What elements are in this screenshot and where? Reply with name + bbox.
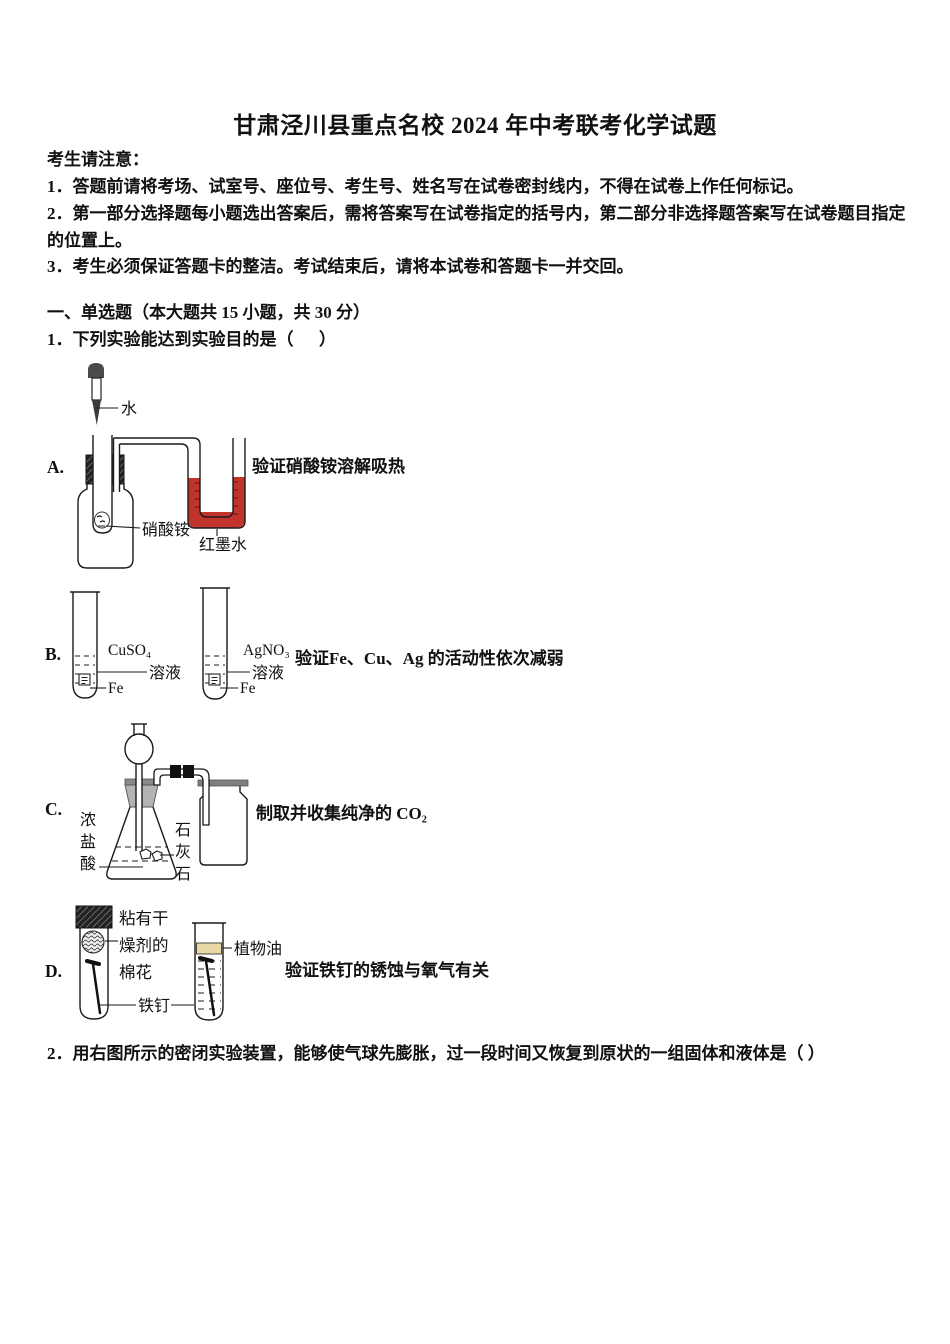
erlenmeyer-flask	[106, 806, 177, 880]
gas-collection-bottle	[199, 786, 248, 866]
diagram-c-co2-generation	[99, 723, 249, 880]
diagram-b-metal-activity: CuSO₄ 溶液 Fe AgNO₃ 溶液 Fe	[70, 587, 290, 700]
section-1-heading: 一、单选题（本大题共 15 小题，共 30 分）	[47, 303, 370, 322]
fe1-label: Fe	[108, 680, 124, 697]
cotton-with-desiccant	[81, 930, 105, 954]
dropper	[88, 363, 104, 425]
option-d-description: 验证铁钉的锈蚀与氧气有关	[285, 961, 489, 980]
notice-item-3: 3．考生必须保证答题卡的整洁。考试结束后，请将本试卷和答题卡一并交回。	[47, 257, 634, 276]
red-ink-label: 红墨水	[199, 536, 247, 554]
notice-item-1: 1．答题前请将考场、试室号、座位号、考生号、姓名写在试卷密封线内，不得在试卷上作…	[47, 177, 804, 196]
diagram-d-nail-rusting: 植物油 铁钉	[75, 905, 282, 1021]
option-b-description: 验证Fe、Cu、Ag 的活动性依次减弱	[295, 649, 564, 668]
question-1-text: 1．下列实验能达到实验目的是（ ）	[47, 330, 336, 349]
separating-funnel	[124, 723, 154, 765]
dropper-tip	[92, 400, 101, 425]
cotton-desiccant-label: 粘有干燥剂的棉花	[119, 909, 169, 982]
iron-nail-dry	[85, 959, 102, 1015]
fe-piece-2	[208, 673, 221, 686]
iron-nail-label: 铁钉	[138, 997, 170, 1015]
connecting-tube	[113, 437, 201, 446]
notice-heading: 考生请注意：	[47, 150, 149, 169]
rubber-connector	[183, 765, 194, 778]
outlet-tube	[113, 442, 120, 492]
dropper-bulb	[88, 363, 104, 378]
solution1-label: 溶液	[149, 664, 181, 682]
delivery-tube	[153, 768, 210, 826]
ammonium-nitrate-solid	[94, 511, 110, 529]
sealed-test-tube	[79, 928, 109, 1020]
limestone-piece	[151, 850, 163, 862]
fe-piece-1	[78, 673, 91, 686]
option-d-label: D.	[45, 961, 63, 981]
option-b-label: B.	[45, 644, 62, 664]
u-tube	[187, 438, 246, 529]
iron-nail-wet	[198, 956, 216, 1017]
option-a-label: A.	[47, 457, 65, 477]
fe2-label: Fe	[240, 680, 256, 697]
limestone-piece	[139, 848, 152, 860]
option-c-label: C.	[45, 799, 63, 819]
flask-contents	[112, 846, 172, 862]
test-tube	[92, 435, 113, 534]
oil-layer	[196, 942, 222, 955]
limestone-label: 石灰石	[175, 822, 192, 883]
page-title: 甘肃泾川县重点名校 2024 年中考联考化学试题	[233, 113, 717, 138]
reagent-bottle	[77, 483, 134, 569]
conc-hcl-label: 浓盐酸	[80, 812, 97, 873]
water-test-tube	[192, 922, 226, 1021]
red-ink-liquid	[188, 477, 245, 528]
option-c-description: 制取并收集纯净的 CO₂	[256, 804, 427, 823]
glass-plate	[197, 779, 249, 787]
notice-item-2: 2．第一部分选择题每小题选出答案后，需将答案写在试卷指定的括号内，第二部分非选择…	[47, 204, 906, 250]
solution2-label: 溶液	[252, 664, 284, 682]
rubber-stopper	[75, 905, 113, 929]
test-tube-agno3	[200, 587, 230, 700]
cuso4-label: CuSO₄	[108, 642, 151, 659]
water-label: 水	[121, 400, 137, 418]
test-tube-cuso4	[70, 591, 100, 699]
question-2-text: 2．用右图所示的密闭实验装置，能够使气球先膨胀，过一段时间又恢复到原状的一组固体…	[47, 1044, 825, 1063]
vegetable-oil-label: 植物油	[234, 940, 282, 958]
ammonium-nitrate-label: 硝酸铵	[142, 521, 190, 539]
option-a-description: 验证硝酸铵溶解吸热	[252, 457, 405, 476]
funnel-stem	[135, 763, 143, 851]
rubber-connector	[170, 765, 181, 778]
ammonium-nitrate-pointer-line	[105, 525, 141, 529]
agno3-label: AgNO₃	[243, 642, 290, 659]
diagram-a-ammonium-nitrate-dissolution: 水 红墨水 硝酸铵	[77, 363, 247, 569]
